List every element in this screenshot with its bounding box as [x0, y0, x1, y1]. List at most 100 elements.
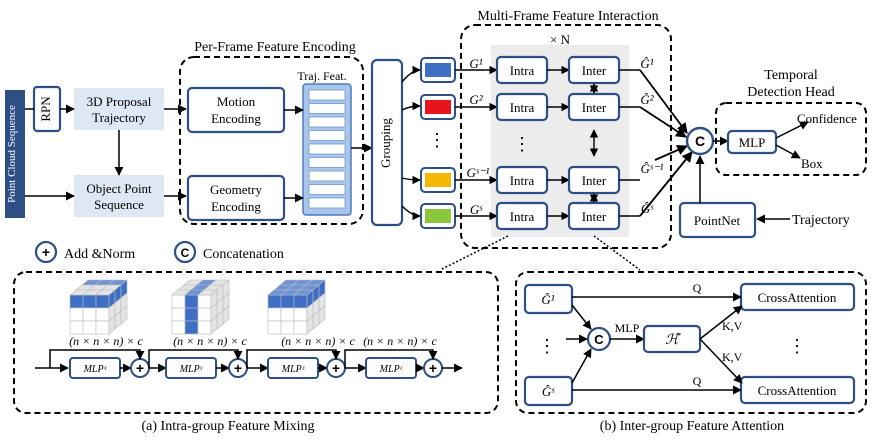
concatenation-icon: [173, 240, 197, 264]
inter-mlp-label: MLP: [615, 321, 640, 335]
object-point-sequence-box: [74, 175, 164, 217]
svg-text:Intra: Intra: [510, 63, 535, 78]
g-hat-s-box: [523, 375, 574, 407]
proposal-trajectory-box: [74, 88, 164, 130]
traj-feat-rows: [308, 89, 346, 209]
group-in-label-s: Gˢ: [470, 202, 483, 217]
cross-attention-bottom-label: CrossAttention: [758, 383, 837, 398]
shape-label-3: (n × n × n) × c: [281, 334, 355, 348]
group-in-label-s-1: Gˢ⁻¹: [467, 165, 490, 180]
traj-feat-row: [308, 170, 346, 182]
group-chip-2: [420, 94, 456, 120]
intra-panel-box: [13, 271, 499, 414]
shape-label-2: (n × n × n) × c: [173, 334, 247, 348]
cross-attention-ellipsis: ⋮: [788, 336, 806, 356]
add-norm-symbol: +: [332, 360, 340, 376]
inter-panel-box: [515, 271, 867, 414]
shape-label-4: (n × n × n) × c: [363, 334, 437, 348]
mlp-chain: MLPˣ+MLPʸ+MLPᶻ+MLPᶜ+: [35, 349, 463, 379]
group-chip-1: [420, 57, 456, 83]
box-label: Box: [801, 156, 823, 171]
add-norm-symbol: +: [429, 360, 437, 376]
voxel-cube: [171, 279, 230, 335]
g-hat-s-label: Ĝˢ: [542, 384, 555, 399]
kv-label-bottom: K,V: [722, 350, 743, 364]
intra-ellipsis: ⋮: [513, 134, 531, 154]
encoding-dashed-box: [179, 56, 364, 225]
traj-feat-label: Traj. Feat.: [297, 69, 346, 83]
confidence-label: Confidence: [797, 111, 857, 126]
inter-panel-caption: (b) Inter-group Feature Attention: [600, 419, 784, 434]
group-chip-s-1: [420, 167, 456, 193]
q-label-top: Q: [693, 281, 702, 295]
motion-label-line2: Encoding: [211, 111, 261, 126]
object-label-line1: Object Point: [86, 181, 152, 196]
geometry-label-line2: Encoding: [211, 199, 261, 214]
point-cloud-sequence-label: Point Cloud Sequence: [6, 105, 18, 203]
inter-concat-node: C: [586, 326, 612, 352]
intra-block-s-1: Intra: [495, 165, 549, 195]
svg-text:Intra: Intra: [510, 173, 535, 188]
voxel-cube: [69, 279, 128, 335]
group-out-label-1: Ĝ¹: [640, 56, 653, 71]
mlp-label: MLPˣ: [83, 364, 108, 375]
head-mlp-box: [726, 129, 778, 155]
head-title-line1: Temporal: [764, 68, 818, 83]
grouping-box: [370, 58, 404, 227]
svg-text:Inter: Inter: [582, 63, 607, 78]
mlp-label: MLPʸ: [179, 364, 203, 375]
svg-text:Inter: Inter: [582, 209, 607, 224]
h-hat-label: ℋ̂: [665, 332, 681, 348]
legend-add-norm: + Add &Norm: [34, 240, 135, 264]
group-ellipsis: ⋮: [428, 130, 446, 150]
svg-text:C: C: [695, 133, 705, 149]
inter-block-s-1: Inter: [567, 165, 621, 195]
head-mlp-label: MLP: [739, 135, 766, 150]
legend-concatenation: C Concatenation: [173, 240, 284, 264]
svg-text:Add &Norm: Add &Norm: [64, 247, 135, 262]
mlp-label: MLPᶻ: [281, 364, 305, 375]
object-label-line2: Sequence: [94, 197, 144, 212]
traj-feat-row: [308, 184, 346, 195]
pointnet-box: [678, 201, 757, 239]
g-hat-1-box: [523, 283, 574, 315]
add-norm-symbol: +: [136, 360, 144, 376]
svg-text:Inter: Inter: [582, 100, 607, 115]
grouping-label: Grouping: [378, 118, 393, 168]
g-hat-1-label: Ĝ¹: [541, 292, 554, 307]
svg-text:Inter: Inter: [582, 173, 607, 188]
cross-attention-top-label: CrossAttention: [758, 290, 837, 305]
svg-text:C: C: [181, 246, 190, 260]
traj-feat-row: [308, 143, 346, 155]
traj-feat-row: [308, 157, 346, 168]
encoding-title: Per-Frame Feature Encoding: [194, 40, 355, 55]
voxel-cube: [267, 279, 326, 335]
shape-label-1: (n × n × n) × c: [69, 334, 143, 348]
rpn-label: RPN: [38, 96, 53, 122]
intra-panel-caption: (a) Intra-group Feature Mixing: [142, 419, 315, 434]
svg-text:C: C: [594, 332, 604, 347]
concat-node: C: [685, 126, 715, 156]
add-norm-symbol: +: [234, 360, 242, 376]
group-out-label-2: Ĝ²: [640, 92, 654, 107]
group-out-label-s-1: Ĝˢ⁻¹: [641, 161, 664, 176]
head-title-line2: Detection Head: [747, 85, 834, 100]
proposal-label-line1: 3D Proposal: [87, 94, 152, 109]
geometry-label-line1: Geometry: [210, 182, 262, 197]
svg-text:Concatenation: Concatenation: [203, 247, 284, 262]
intra-block-1: Intra: [495, 55, 549, 85]
add-norm-icon: [34, 240, 58, 264]
inter-block-2: Inter: [567, 92, 621, 122]
kv-label-top: K,V: [722, 319, 743, 333]
group-in-label-1: G¹: [469, 56, 482, 71]
traj-feat-row: [308, 89, 346, 101]
q-label-bottom: Q: [693, 374, 702, 388]
group-chip-s: [420, 203, 456, 229]
interaction-title: Multi-Frame Feature Interaction: [477, 9, 658, 24]
svg-text:Intra: Intra: [510, 209, 535, 224]
point-cloud-sequence-bar: [5, 90, 25, 218]
intra-block-2: Intra: [495, 92, 549, 122]
voxel-cubes: [69, 279, 326, 335]
svg-text:+: +: [42, 244, 50, 260]
